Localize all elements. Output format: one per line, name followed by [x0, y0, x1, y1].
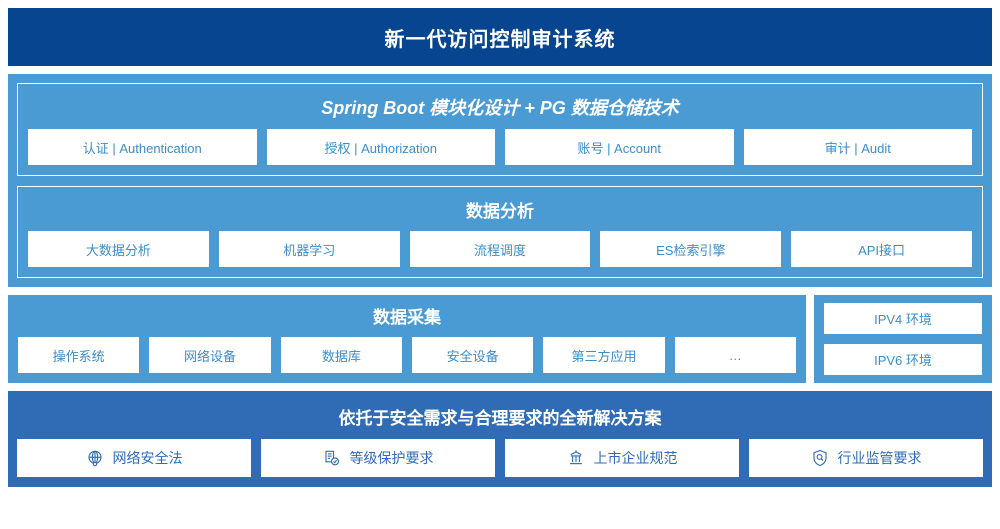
platform-item-authentication[interactable]: 认证 | Authentication [28, 129, 257, 165]
document-check-icon [323, 449, 341, 467]
analysis-item-process-scheduling[interactable]: 流程调度 [409, 231, 591, 267]
solution-item-label: 等级保护要求 [349, 450, 434, 466]
collection-item-more[interactable]: … [674, 337, 796, 373]
solution-item-classified-protection[interactable]: 等级保护要求 [261, 439, 495, 477]
solution-item-row: 网络安全法 等级保护要求 [17, 439, 983, 477]
page-title: 新一代访问控制审计系统 [384, 28, 616, 51]
shield-search-icon [811, 449, 829, 467]
environment-panel: IPV4 环境 IPV6 环境 [814, 295, 992, 383]
analysis-group: 数据分析 大数据分析 机器学习 流程调度 ES检索引擎 API接口 [17, 186, 983, 278]
analysis-item-api[interactable]: API接口 [791, 231, 972, 267]
globe-icon [86, 449, 104, 467]
solution-title: 依托于安全需求与合理要求的全新解决方案 [338, 409, 662, 428]
solution-item-label: 上市企业规范 [593, 450, 678, 466]
analysis-item-machine-learning[interactable]: 机器学习 [218, 231, 400, 267]
analysis-group-title: 数据分析 [466, 202, 534, 221]
bank-icon [567, 449, 585, 467]
solution-item-cybersecurity-law[interactable]: 网络安全法 [17, 439, 251, 477]
architecture-panel: Spring Boot 模块化设计 + PG 数据仓储技术 认证 | Authe… [8, 74, 992, 287]
solution-item-industry-regulation[interactable]: 行业监管要求 [749, 439, 983, 477]
solution-item-listed-company-standard[interactable]: 上市企业规范 [505, 439, 739, 477]
collection-item-database[interactable]: 数据库 [280, 337, 402, 373]
solution-item-label: 网络安全法 [112, 450, 183, 466]
platform-group: Spring Boot 模块化设计 + PG 数据仓储技术 认证 | Authe… [17, 83, 983, 176]
solution-item-label: 行业监管要求 [837, 450, 922, 466]
page-title-bar: 新一代访问控制审计系统 [8, 8, 992, 66]
collection-item-third-party-app[interactable]: 第三方应用 [543, 337, 665, 373]
platform-group-title: Spring Boot 模块化设计 + PG 数据仓储技术 [321, 98, 679, 118]
collection-item-network-device[interactable]: 网络设备 [149, 337, 271, 373]
analysis-item-es-search[interactable]: ES检索引擎 [600, 231, 782, 267]
collection-title: 数据采集 [373, 308, 441, 327]
environment-item-ipv4[interactable]: IPV4 环境 [824, 303, 982, 334]
collection-panel: 数据采集 操作系统 网络设备 数据库 安全设备 第三方应用 … [8, 295, 806, 383]
collection-item-row: 操作系统 网络设备 数据库 安全设备 第三方应用 … [18, 337, 796, 373]
analysis-item-row: 大数据分析 机器学习 流程调度 ES检索引擎 API接口 [28, 231, 972, 267]
platform-item-row: 认证 | Authentication 授权 | Authorization 账… [28, 129, 972, 165]
platform-item-account[interactable]: 账号 | Account [505, 129, 734, 165]
platform-item-authorization[interactable]: 授权 | Authorization [266, 129, 495, 165]
collection-section: 数据采集 操作系统 网络设备 数据库 安全设备 第三方应用 … IPV4 环境 … [8, 295, 992, 383]
analysis-item-bigdata[interactable]: 大数据分析 [28, 231, 209, 267]
platform-item-audit[interactable]: 审计 | Audit [743, 129, 972, 165]
collection-item-os[interactable]: 操作系统 [18, 337, 140, 373]
environment-item-ipv6[interactable]: IPV6 环境 [824, 344, 982, 375]
solution-panel: 依托于安全需求与合理要求的全新解决方案 网络安全法 [8, 391, 992, 487]
collection-item-security-device[interactable]: 安全设备 [411, 337, 534, 373]
